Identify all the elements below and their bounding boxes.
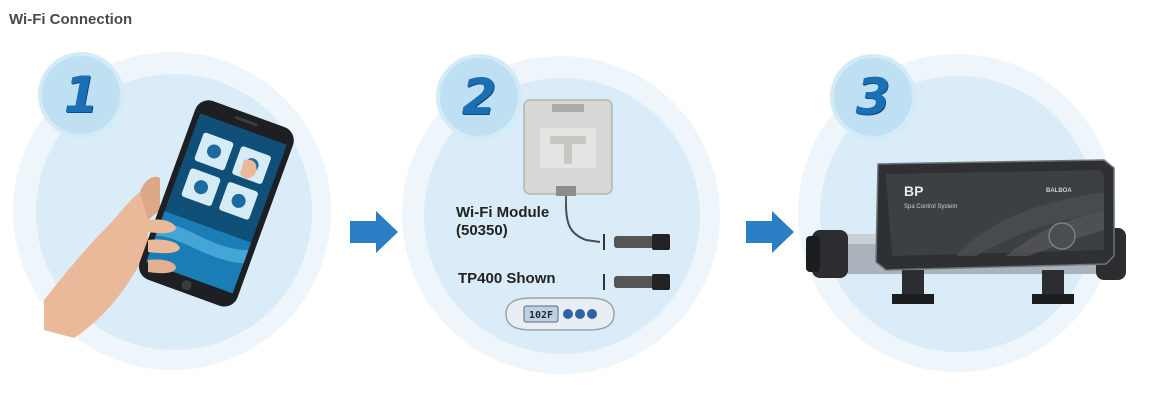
control-box-subtitle: Spa Control System: [904, 204, 957, 210]
step-3: 3 BP Spa Control System BALBOA: [780, 0, 1174, 407]
step-2-number: 2: [461, 68, 497, 126]
step-1-number-badge: 1: [42, 56, 120, 134]
control-box-brand: BALBOA: [1046, 188, 1072, 194]
step-1-number: 1: [63, 66, 99, 124]
step-1: 1: [0, 0, 380, 407]
module-cable: [565, 203, 670, 290]
module-label: Wi-Fi Module (50350): [456, 204, 549, 240]
step-2: 2 Wi-Fi Module (50350) TP400 Shown 102F: [380, 0, 770, 407]
step-3-number: 3: [855, 68, 891, 126]
module-label-line2: (50350): [456, 222, 508, 239]
phone-app-icon: [44, 100, 294, 338]
page-title: Wi-Fi Connection: [9, 11, 133, 28]
panel-display: 102F: [529, 310, 553, 321]
arrow-right-icon: [350, 211, 398, 253]
arrow-right-icon: [746, 211, 794, 253]
wifi-module-icon: [523, 99, 613, 206]
control-box-model: BP: [904, 183, 923, 199]
spa-control-box-icon: BP Spa Control System BALBOA: [806, 159, 1126, 304]
topside-panel-icon: 102F: [505, 297, 615, 331]
module-label-line1: Wi-Fi Module: [456, 204, 550, 221]
tp-label: TP400 Shown: [458, 270, 556, 287]
step-2-number-badge: 2: [440, 58, 518, 136]
step-3-number-badge: 3: [834, 58, 912, 136]
